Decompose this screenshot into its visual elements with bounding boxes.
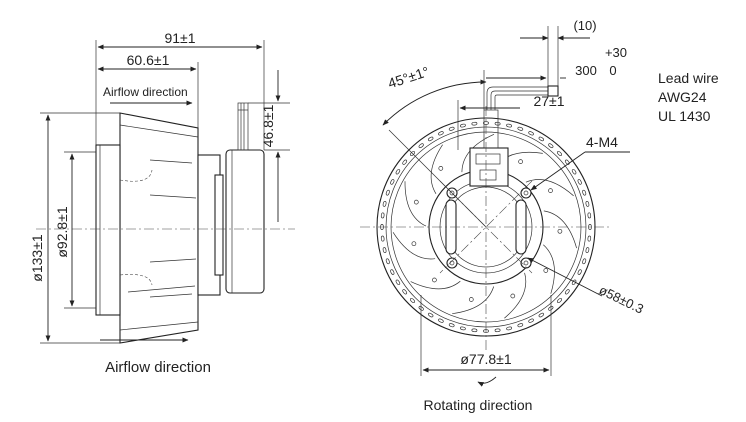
- ring-hole: [418, 143, 424, 149]
- dim-angle: 45°±1°: [386, 63, 431, 91]
- ring-hole: [557, 151, 562, 156]
- ring-hole: [380, 235, 385, 242]
- ring-hole: [585, 200, 590, 207]
- side-impeller-body: [95, 102, 265, 344]
- dim-outer-diameter: ø133±1: [29, 234, 45, 282]
- impeller-blade: [430, 144, 443, 194]
- blade-rivet: [518, 159, 523, 164]
- ring-hole: [380, 212, 385, 219]
- ring-hole: [506, 326, 513, 331]
- ring-hole: [557, 298, 562, 303]
- impeller-blade: [404, 181, 427, 227]
- lead-connector: [469, 109, 509, 187]
- screw-holes: [446, 187, 532, 269]
- lead-wire-spec: Lead wire AWG24 UL 1430: [658, 70, 719, 124]
- impeller-blade: [543, 210, 577, 249]
- ring-hole: [438, 318, 444, 323]
- lead-wire-line2: AWG24: [658, 89, 707, 105]
- tol-length: 300: [575, 63, 597, 78]
- ring-hole: [428, 136, 434, 142]
- ring-hole: [410, 298, 415, 303]
- ring-hole: [588, 224, 592, 230]
- ring-hole: [448, 126, 455, 131]
- ring-hole: [538, 312, 544, 318]
- ring-hole: [517, 126, 524, 131]
- ring-hole: [402, 289, 408, 295]
- ring-hole: [587, 212, 592, 219]
- impeller-blade: [410, 280, 461, 290]
- ring-hole: [448, 323, 455, 328]
- ring-hole: [548, 143, 554, 149]
- lead-wire-line1: Lead wire: [658, 70, 719, 86]
- ring-hole: [402, 159, 408, 165]
- ring-hole: [577, 179, 582, 185]
- blade-rivet: [432, 277, 437, 283]
- ring-hole: [428, 312, 434, 318]
- ring-hole: [382, 247, 387, 254]
- ring-hole: [528, 131, 534, 136]
- impeller-blade: [452, 286, 495, 315]
- rotation-arrow: [477, 376, 497, 387]
- ring-hole: [390, 179, 395, 185]
- blade-rivet: [438, 166, 444, 171]
- ring-hole: [382, 200, 387, 207]
- dim-ring: ø77.8±1: [460, 351, 511, 367]
- blade-rivet: [557, 228, 563, 234]
- ring-hole: [471, 328, 478, 333]
- ring-hole: [459, 326, 466, 331]
- ring-hole: [494, 328, 501, 333]
- ring-hole: [528, 318, 534, 323]
- impeller-blade: [504, 272, 527, 319]
- dim-hub: ø58±0.3: [597, 282, 646, 316]
- ring-hole: [517, 323, 524, 328]
- ring-hole: [395, 169, 401, 175]
- ring-hole: [506, 123, 513, 128]
- impeller-blade: [392, 232, 436, 260]
- impeller-blades: [392, 133, 577, 319]
- ring-hole: [564, 289, 570, 295]
- ring-hole: [390, 269, 395, 275]
- ring-hole: [418, 305, 424, 311]
- blade-rivet: [510, 293, 516, 299]
- ring-hole: [582, 189, 587, 196]
- blade-rivet: [411, 241, 417, 247]
- front-view: 45°±1° (10) +30 300 0 27±1 4-M4 ø58±0.3 …: [360, 18, 646, 413]
- rotating-label: Rotating direction: [424, 397, 533, 413]
- impeller-blade: [525, 179, 574, 197]
- impeller-blade: [543, 244, 555, 294]
- side-view: 91±1 60.6±1 Airflow direction 46.8±1 ø13…: [29, 30, 295, 376]
- ring-hole: [582, 258, 587, 265]
- ring-hole: [548, 305, 554, 311]
- ring-hole: [585, 247, 590, 254]
- lead-wire-line3: UL 1430: [658, 108, 711, 124]
- ring-hole: [395, 279, 401, 285]
- blade-rivet: [468, 297, 474, 302]
- ring-hole: [587, 235, 592, 242]
- ring-hole: [538, 136, 544, 142]
- dim-lead-offset: (10): [573, 18, 596, 33]
- ring-hole: [385, 258, 390, 265]
- dim-total-width: 91±1: [164, 30, 195, 46]
- tol-lower: 0: [609, 63, 616, 78]
- blade-rivet: [413, 199, 419, 205]
- ring-hole: [438, 131, 444, 136]
- dim-inner-diameter: ø92.8±1: [54, 206, 70, 257]
- dim-inlet-width: 60.6±1: [127, 52, 170, 68]
- ring-hole: [577, 269, 582, 275]
- airflow-label-top: Airflow direction: [103, 85, 188, 99]
- ring-hole: [564, 159, 570, 165]
- dim-height: 46.8±1: [260, 104, 276, 147]
- airflow-label-bottom: Airflow direction: [105, 359, 211, 376]
- blade-rivet: [548, 188, 553, 193]
- ring-hole: [385, 189, 390, 196]
- tol-upper: +30: [605, 45, 627, 60]
- dim-screws: 4-M4: [586, 134, 618, 150]
- lead-wire: [486, 85, 559, 110]
- ring-hole: [571, 169, 577, 175]
- blade-rivet: [543, 268, 549, 273]
- dim-lead-strip: 27±1: [533, 93, 564, 109]
